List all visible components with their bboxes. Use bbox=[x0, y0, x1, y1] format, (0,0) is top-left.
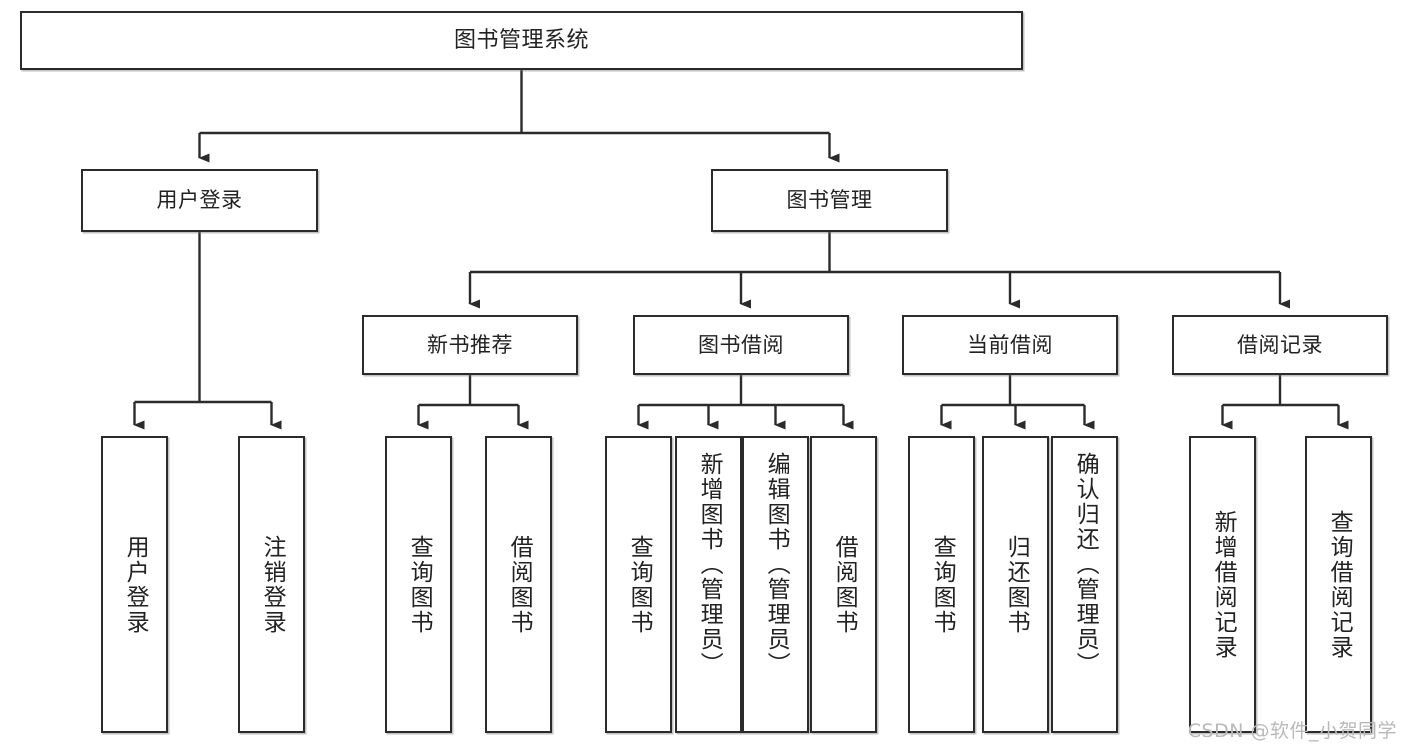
node-root[interactable]: 图书管理系统 bbox=[20, 11, 1023, 70]
node-leaf-borrow-book-1[interactable]: 借阅图书 bbox=[485, 436, 552, 733]
node-leaf-borrow-book-1-label: 借阅图书 bbox=[506, 534, 533, 635]
node-leaf-query-book-3[interactable]: 查询图书 bbox=[908, 436, 975, 733]
node-leaf-query-book-3-label: 查询图书 bbox=[929, 534, 956, 635]
node-borrow-record-label: 借阅记录 bbox=[1237, 332, 1323, 357]
node-leaf-add-book-label: 新增图书（管理员） bbox=[696, 452, 723, 677]
node-new-book-rec[interactable]: 新书推荐 bbox=[362, 315, 578, 375]
node-book-manage[interactable]: 图书管理 bbox=[711, 169, 948, 232]
node-leaf-add-book[interactable]: 新增图书（管理员） bbox=[675, 436, 742, 733]
node-leaf-query-book-2[interactable]: 查询图书 bbox=[605, 436, 672, 733]
node-current-borrow[interactable]: 当前借阅 bbox=[902, 315, 1118, 375]
node-leaf-query-book-1[interactable]: 查询图书 bbox=[385, 436, 452, 733]
node-borrow-record[interactable]: 借阅记录 bbox=[1172, 315, 1388, 375]
node-leaf-borrow-book-2-label: 借阅图书 bbox=[831, 534, 858, 635]
node-user-login[interactable]: 用户登录 bbox=[81, 169, 318, 232]
node-leaf-edit-book[interactable]: 编辑图书（管理员） bbox=[742, 436, 809, 733]
node-leaf-return-book[interactable]: 归还图书 bbox=[982, 436, 1049, 733]
node-leaf-query-record-label: 查询借阅记录 bbox=[1326, 509, 1353, 660]
node-book-borrow-label: 图书借阅 bbox=[698, 332, 784, 357]
node-leaf-add-record-label: 新增借阅记录 bbox=[1210, 509, 1237, 660]
node-leaf-return-book-label: 归还图书 bbox=[1003, 534, 1030, 635]
node-leaf-user-login[interactable]: 用户登录 bbox=[101, 436, 168, 733]
node-leaf-query-book-1-label: 查询图书 bbox=[406, 534, 433, 635]
node-book-borrow[interactable]: 图书借阅 bbox=[633, 315, 849, 375]
node-root-label: 图书管理系统 bbox=[453, 27, 589, 53]
node-leaf-user-login-label: 用户登录 bbox=[122, 534, 149, 635]
node-leaf-query-record[interactable]: 查询借阅记录 bbox=[1305, 436, 1372, 733]
node-leaf-logout[interactable]: 注销登录 bbox=[238, 436, 305, 733]
node-book-manage-label: 图书管理 bbox=[786, 188, 873, 213]
node-leaf-confirm-return[interactable]: 确认归还（管理员） bbox=[1051, 436, 1118, 733]
node-new-book-rec-label: 新书推荐 bbox=[427, 332, 513, 357]
node-leaf-logout-label: 注销登录 bbox=[259, 534, 286, 635]
node-leaf-confirm-return-label: 确认归还（管理员） bbox=[1072, 452, 1099, 677]
node-leaf-borrow-book-2[interactable]: 借阅图书 bbox=[810, 436, 877, 733]
node-leaf-query-book-2-label: 查询图书 bbox=[626, 534, 653, 635]
node-user-login-label: 用户登录 bbox=[156, 188, 243, 213]
node-leaf-add-record[interactable]: 新增借阅记录 bbox=[1189, 436, 1256, 733]
node-leaf-edit-book-label: 编辑图书（管理员） bbox=[763, 452, 790, 677]
node-current-borrow-label: 当前借阅 bbox=[967, 332, 1053, 357]
